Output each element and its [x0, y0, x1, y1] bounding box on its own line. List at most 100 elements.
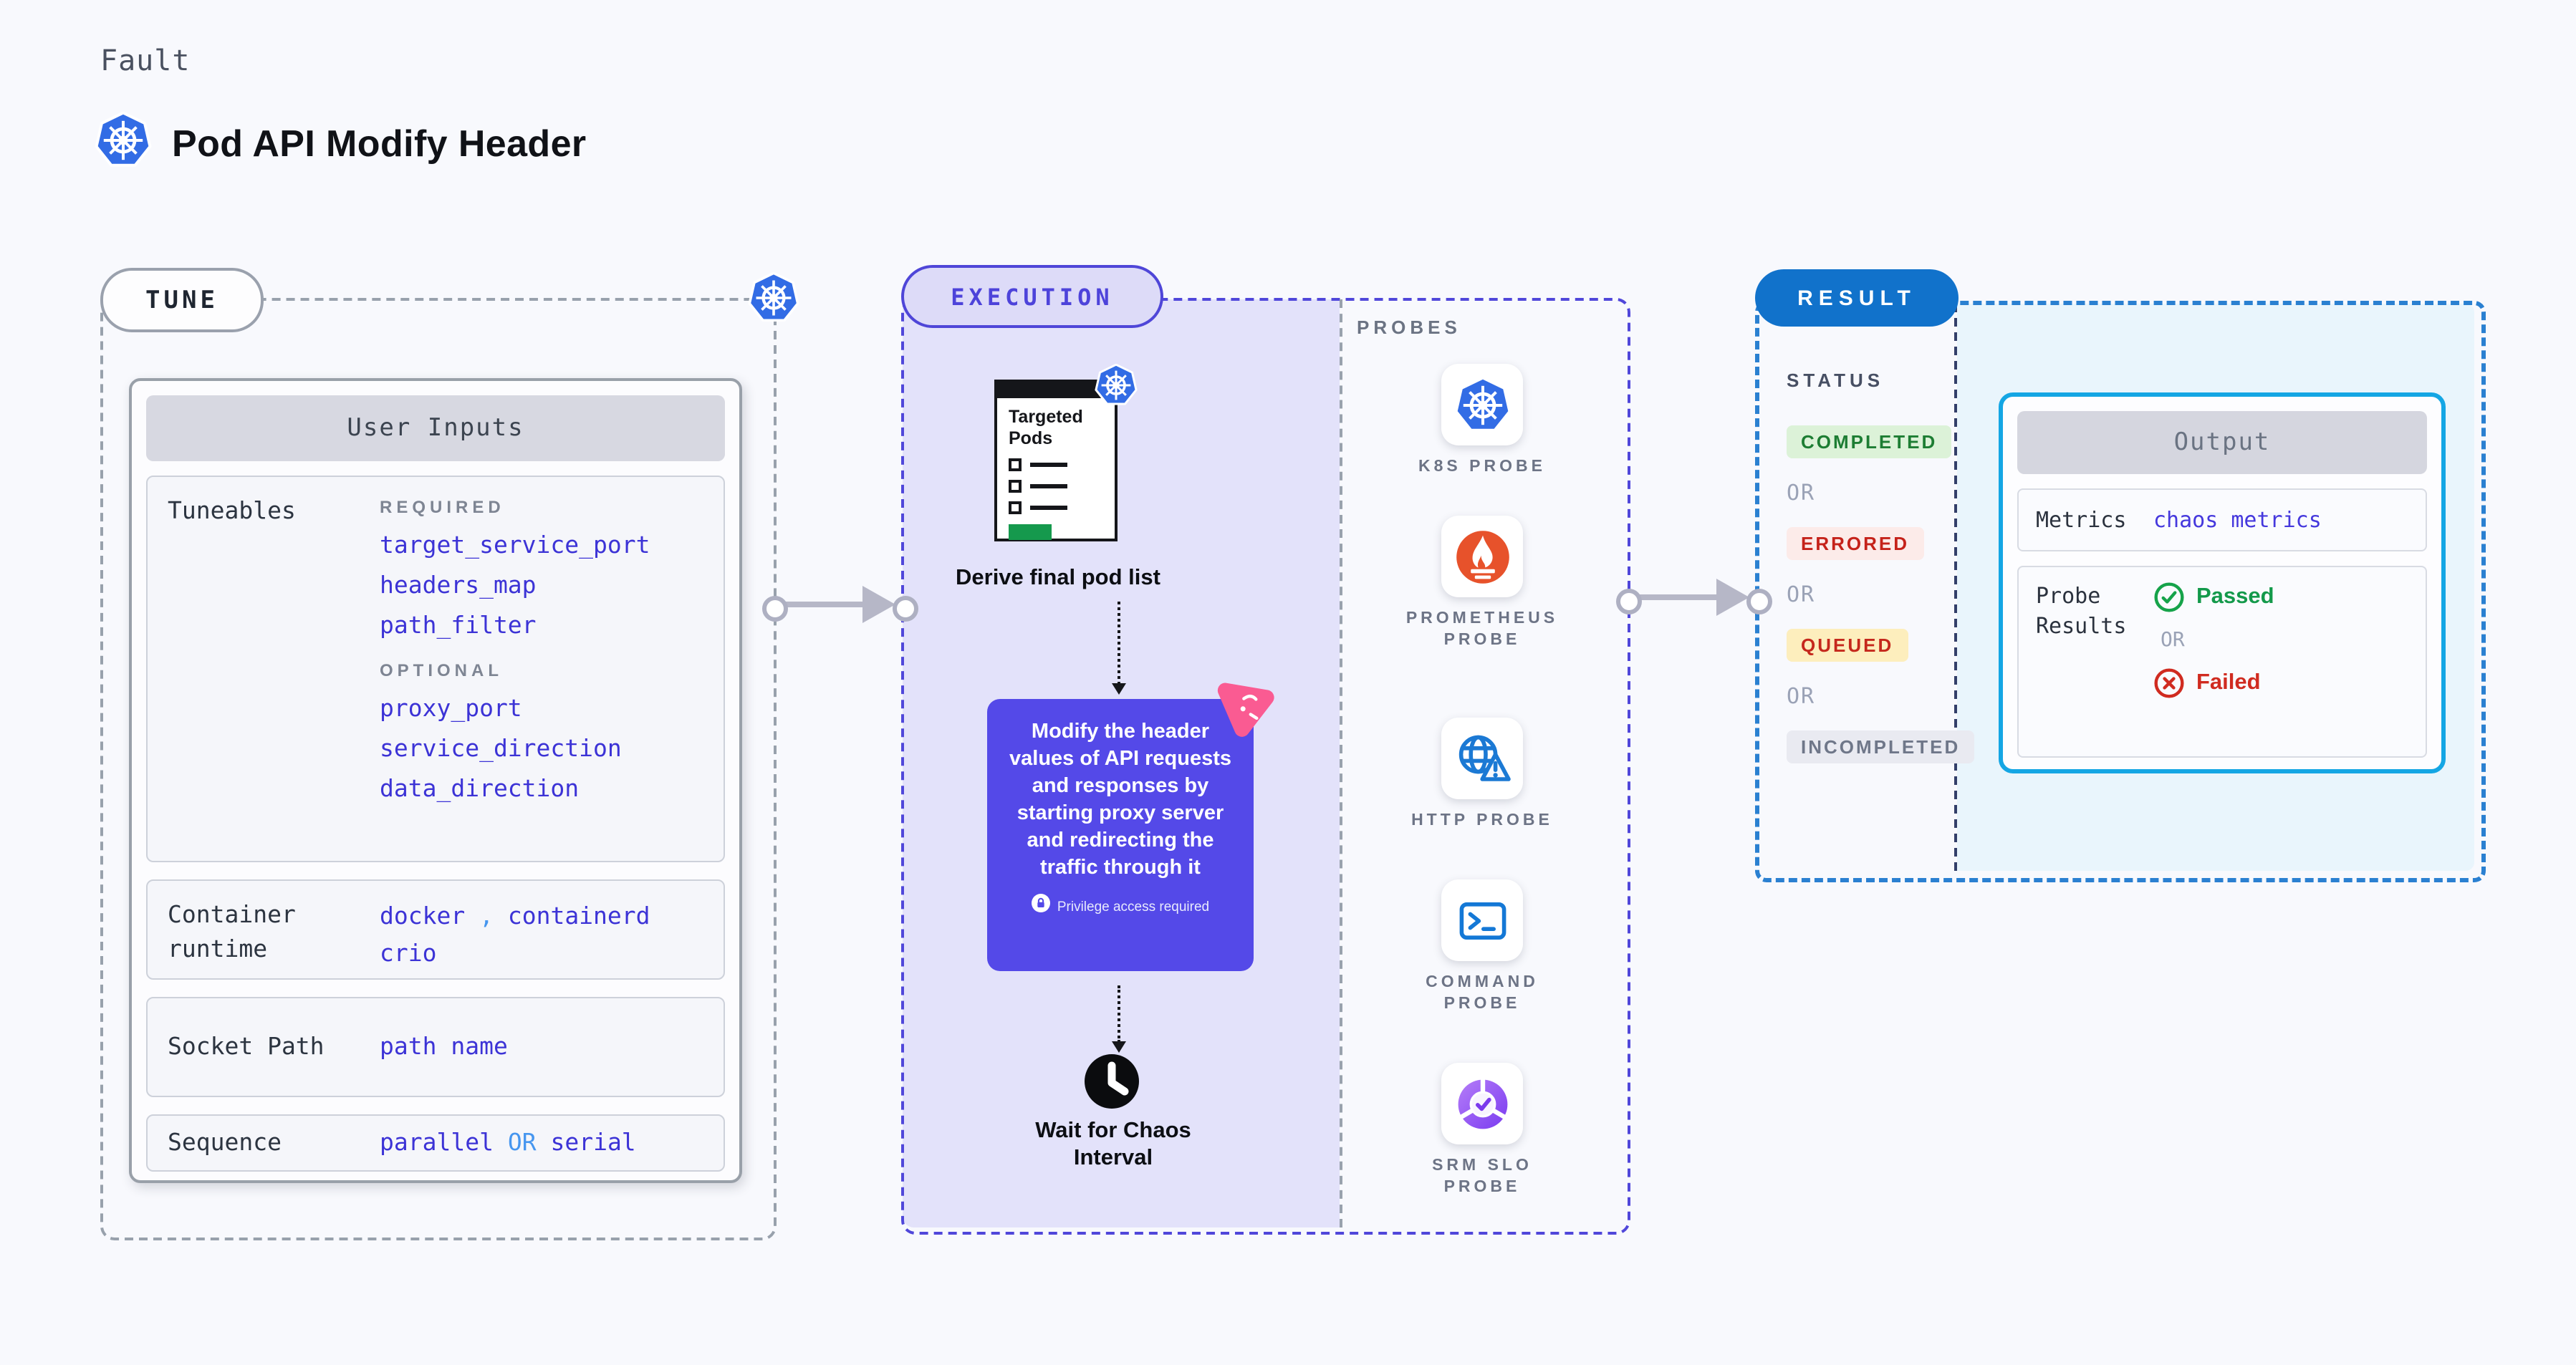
or-separator: OR — [1787, 582, 1816, 607]
flow-arrow-down — [1111, 985, 1125, 1053]
runtime-value-docker: docker — [380, 902, 466, 930]
required-label: REQUIRED — [380, 497, 505, 517]
user-inputs-title: User Inputs — [146, 395, 725, 461]
checkbox-icon — [1009, 458, 1022, 471]
socket-path-value: path name — [380, 1033, 508, 1060]
connector-node — [1746, 589, 1772, 614]
socket-path-row: Socket Path path name — [146, 997, 725, 1097]
checkbox-icon — [1009, 501, 1022, 514]
status-badge-incompleted: INCOMPLETED — [1787, 730, 1975, 763]
metrics-row: Metrics chaos metrics — [2017, 488, 2427, 551]
derive-pod-list-label: Derive final pod list — [956, 566, 1160, 590]
probe-label: HTTP PROBE — [1411, 812, 1553, 829]
probe-item: HTTP PROBE — [1389, 718, 1575, 832]
sequence-row: Sequence parallel OR serial — [146, 1114, 725, 1172]
sequence-label: Sequence — [168, 1129, 282, 1156]
targeted-pods-title: Targeted Pods — [1009, 407, 1083, 448]
kubernetes-icon — [95, 112, 152, 176]
chaos-icon — [1210, 672, 1280, 748]
probe-item: COMMAND PROBE — [1410, 879, 1554, 1016]
check-circle-icon — [2154, 582, 2184, 612]
prometheus-icon — [1441, 516, 1523, 597]
container-runtime-row: Container runtime docker , containerd cr… — [146, 879, 725, 980]
privilege-note: Privilege access required — [1057, 899, 1210, 915]
status-badge-completed: COMPLETED — [1787, 425, 1952, 458]
probes-label: PROBES — [1357, 317, 1461, 338]
runtime-value-crio: crio — [380, 940, 437, 967]
globe-warning-icon — [1441, 718, 1523, 799]
runtime-separator: , — [479, 902, 494, 930]
probe-label: PROMETHEUS PROBE — [1405, 610, 1559, 649]
tuneable-optional: data_direction — [380, 775, 580, 802]
tuneables-label: Tuneables — [168, 497, 296, 524]
metrics-label: Metrics — [2036, 506, 2127, 532]
probe-item: PROMETHEUS PROBE — [1398, 516, 1567, 652]
tuneable-optional: proxy_port — [380, 695, 522, 722]
connector-node — [893, 596, 918, 622]
result-divider — [1954, 304, 1957, 871]
status-label: STATUS — [1787, 370, 1885, 391]
targeted-pods-card: Targeted Pods — [994, 380, 1118, 541]
optional-label: OPTIONAL — [380, 660, 503, 680]
user-inputs-card: User Inputs Tuneables REQUIRED target_se… — [129, 378, 742, 1183]
lock-icon — [1032, 894, 1050, 920]
container-runtime-label: Container runtime — [168, 901, 296, 963]
passed-result: Passed — [2153, 582, 2274, 613]
tuneable-required: headers_map — [380, 571, 537, 599]
tuneables-row: Tuneables REQUIRED target_service_port h… — [146, 476, 725, 862]
page-header: Pod API Modify Header — [95, 112, 587, 176]
probe-label: K8S PROBE — [1418, 458, 1546, 476]
runtime-value-containerd: containerd — [507, 902, 650, 930]
kubernetes-icon — [1095, 364, 1138, 414]
or-separator: OR — [1787, 480, 1816, 506]
kubernetes-icon — [748, 272, 799, 331]
kubernetes-icon — [1441, 364, 1523, 445]
tuneable-required: target_service_port — [380, 531, 650, 559]
execution-section-box — [901, 298, 1630, 1235]
probe-label: SRM SLO PROBE — [1432, 1157, 1532, 1196]
probe-item: K8S PROBE — [1389, 364, 1575, 478]
or-separator: OR — [1787, 683, 1816, 709]
terminal-icon — [1441, 879, 1523, 961]
clock-icon — [1083, 1053, 1140, 1117]
probes-divider — [1340, 299, 1342, 1227]
failed-label: Failed — [2196, 670, 2261, 695]
sequence-value-serial: serial — [550, 1129, 636, 1156]
page-title: Pod API Modify Header — [172, 122, 587, 165]
probe-results-label: Probe Results — [2036, 583, 2127, 639]
output-title: Output — [2017, 411, 2427, 474]
execution-to-result-arrow — [1635, 579, 1749, 616]
tune-to-execution-arrow — [781, 586, 895, 623]
tuneable-optional: service_direction — [380, 735, 622, 762]
status-badge-queued: QUEUED — [1787, 629, 1908, 662]
sequence-or: OR — [507, 1129, 537, 1156]
output-card: Output Metrics chaos metrics Probe Resul… — [1999, 392, 2446, 773]
checkbox-icon — [1009, 480, 1022, 493]
status-list: STATUS COMPLETED OR ERRORED OR QUEUED OR… — [1787, 301, 1975, 763]
passed-label: Passed — [2196, 584, 2274, 609]
sequence-value-parallel: parallel — [380, 1129, 494, 1156]
status-badge-errored: ERRORED — [1787, 527, 1924, 560]
tune-badge: TUNE — [100, 268, 264, 332]
pod-list-item — [1009, 458, 1103, 471]
probe-label: COMMAND PROBE — [1426, 974, 1539, 1013]
x-circle-icon — [2154, 668, 2184, 698]
connector-node — [1616, 589, 1642, 614]
flow-arrow-down — [1111, 602, 1125, 695]
pod-list-item — [1009, 480, 1103, 493]
result-badge: RESULT — [1755, 269, 1959, 327]
probe-item: SRM SLO PROBE — [1410, 1063, 1554, 1199]
window-title-bar — [997, 382, 1115, 398]
metrics-value: chaos metrics — [2153, 507, 2322, 533]
failed-result: Failed — [2153, 667, 2274, 699]
progress-bar — [1009, 524, 1052, 540]
connector-node — [762, 596, 788, 622]
slo-pie-check-icon — [1441, 1063, 1523, 1144]
wait-chaos-interval-label: Wait for Chaos Interval — [1035, 1119, 1191, 1170]
pod-list-item — [1009, 501, 1103, 514]
execution-badge: EXECUTION — [901, 265, 1163, 328]
tune-section-box — [100, 298, 777, 1240]
probes-list: K8S PROBE PROMETHEUS PROBE HTTP PROBE CO… — [1340, 298, 1625, 1199]
fault-action-text: Modify the header values of API requests… — [1009, 720, 1231, 879]
